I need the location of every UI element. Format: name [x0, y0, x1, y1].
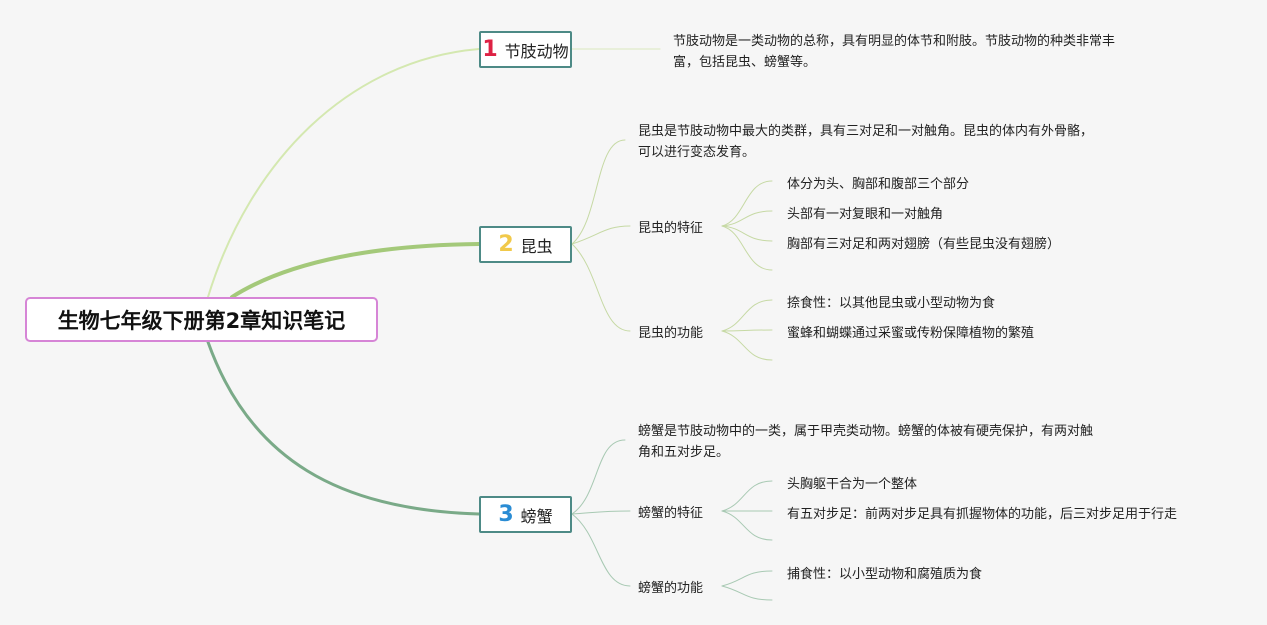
branch-1-label: 节肢动物 — [504, 41, 569, 61]
connector-root-branch-2 — [230, 242, 481, 299]
connector-crab-function-2 — [721, 585, 773, 601]
connector-crab-feature-3 — [721, 510, 773, 541]
branch-1-topic[interactable]: 1 节肢动物 — [479, 31, 572, 68]
connector-insect-function-2 — [721, 329, 773, 332]
connector-insect-function-3 — [721, 330, 773, 361]
connector-crab-feature-1 — [721, 480, 773, 512]
insect-feature-item[interactable]: 头部有一对复眼和一对触角 — [787, 207, 944, 222]
insect-function-item[interactable]: 捺食性：以其他昆虫或小型动物为食 — [787, 296, 996, 311]
connector-insect-feature-1 — [721, 180, 773, 227]
connector-insect-feature-2 — [721, 210, 773, 227]
number-1-badge-icon: 1 — [482, 36, 498, 62]
connector-insect-feature-3 — [721, 225, 773, 242]
connector-branch-3-functions — [571, 513, 631, 587]
branch-3-desc-line-1: 螃蟹是节肢动物中的一类，属于甲壳类动物。螃蟹的体被有硬壳保护，有两对触 — [638, 424, 1094, 439]
connector-root-branch-1 — [207, 48, 480, 298]
root-topic[interactable]: 生物七年级下册第2章知识笔记 — [25, 297, 378, 342]
branch-3-description: 螃蟹是节肢动物中的一类，属于甲壳类动物。螃蟹的体被有硬壳保护，有两对触 角和五对… — [638, 421, 1093, 463]
crab-features-topic[interactable]: 螃蟹的特征 — [638, 506, 704, 521]
root-topic-label: 生物七年级下册第2章知识笔记 — [57, 308, 346, 333]
crab-feature-item[interactable]: 头胸躯干合为一个整体 — [787, 477, 918, 492]
branch-1-desc-line-1: 节肢动物是一类动物的总称，具有明显的体节和附肢。节肢动物的种类非常丰 — [673, 34, 1116, 49]
branch-2-description: 昆虫是节肢动物中最大的类群，具有三对足和一对触角。昆虫的体内有外骨骼， 可以进行… — [638, 121, 1093, 163]
connector-branch-2-desc — [571, 139, 626, 245]
branch-2-topic[interactable]: 2 昆虫 — [479, 226, 572, 263]
connector-branch-2-features — [571, 225, 631, 245]
insect-feature-item[interactable]: 体分为头、胸部和腹部三个部分 — [787, 177, 970, 192]
branch-1-description: 节肢动物是一类动物的总称，具有明显的体节和附肢。节肢动物的种类非常丰 富，包括昆… — [673, 31, 1115, 73]
branch-2-desc-line-2: 可以进行变态发育。 — [638, 145, 756, 160]
branch-1-desc-line-2: 富，包括昆虫、螃蟹等。 — [673, 55, 817, 70]
connector-branch-2-functions — [571, 243, 631, 332]
number-2-badge-icon: 2 — [498, 231, 514, 257]
insect-feature-item[interactable]: 胸部有三对足和两对翅膀（有些昆虫没有翅膀） — [787, 237, 1061, 252]
branch-3-desc-line-2: 角和五对步足。 — [638, 445, 730, 460]
connector-root-branch-3 — [206, 340, 481, 516]
connector-branch-3-desc — [571, 439, 626, 515]
branch-3-label: 螃蟹 — [520, 506, 553, 526]
crab-functions-topic[interactable]: 螃蟹的功能 — [638, 581, 704, 596]
branch-2-desc-line-1: 昆虫是节肢动物中最大的类群，具有三对足和一对触角。昆虫的体内有外骨骼， — [638, 124, 1094, 139]
number-3-badge-icon: 3 — [498, 501, 514, 527]
crab-function-item[interactable]: 捕食性：以小型动物和腐殖质为食 — [787, 567, 983, 582]
crab-feature-item[interactable]: 有五对步足：前两对步足具有抓握物体的功能，后三对步足用于行走 — [787, 507, 1178, 522]
insect-function-item[interactable]: 蜜蜂和蝴蝶通过采蜜或传粉保障植物的繁殖 — [787, 326, 1035, 341]
connector-insect-function-1 — [721, 299, 773, 332]
connector-crab-function-1 — [721, 570, 773, 587]
connector-branch-3-features — [571, 510, 631, 515]
insect-features-topic[interactable]: 昆虫的特征 — [638, 221, 704, 236]
insect-functions-topic[interactable]: 昆虫的功能 — [638, 326, 704, 341]
branch-2-label: 昆虫 — [520, 236, 553, 256]
branch-3-topic[interactable]: 3 螃蟹 — [479, 496, 572, 533]
connector-insect-feature-4 — [721, 225, 773, 271]
